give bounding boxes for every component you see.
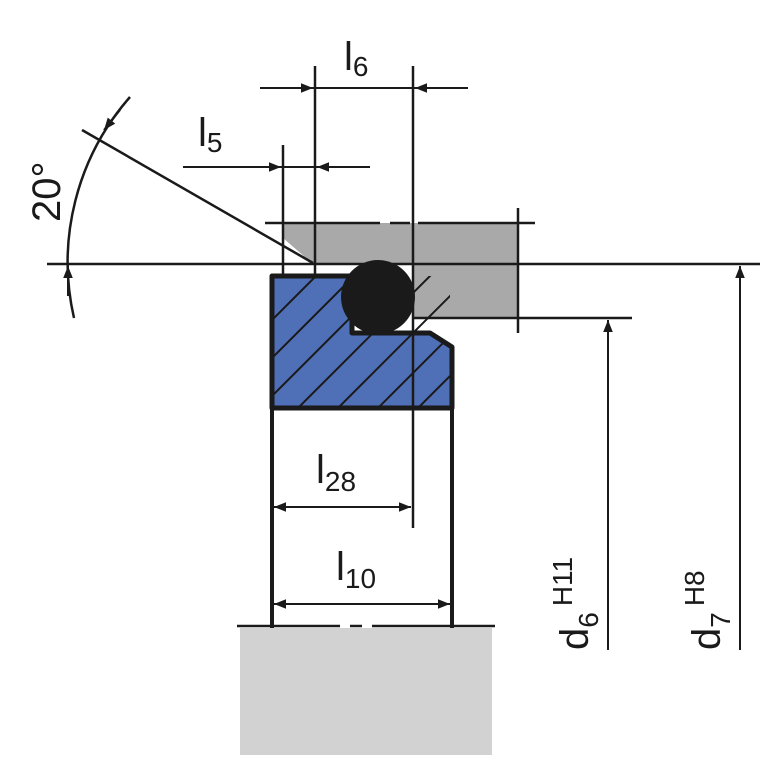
label-l5: l5	[198, 111, 222, 158]
label-d6: d6H11	[547, 557, 604, 650]
label-l28: l28	[316, 448, 356, 497]
label-d7: d7H8	[679, 570, 736, 650]
label-angle: 20°	[25, 162, 69, 223]
label-l10: l10	[336, 545, 376, 594]
o-ring	[341, 260, 415, 334]
rod-block	[240, 628, 492, 755]
housing-section	[283, 223, 518, 318]
label-l6: l6	[344, 35, 368, 82]
construction-lines	[47, 66, 760, 628]
